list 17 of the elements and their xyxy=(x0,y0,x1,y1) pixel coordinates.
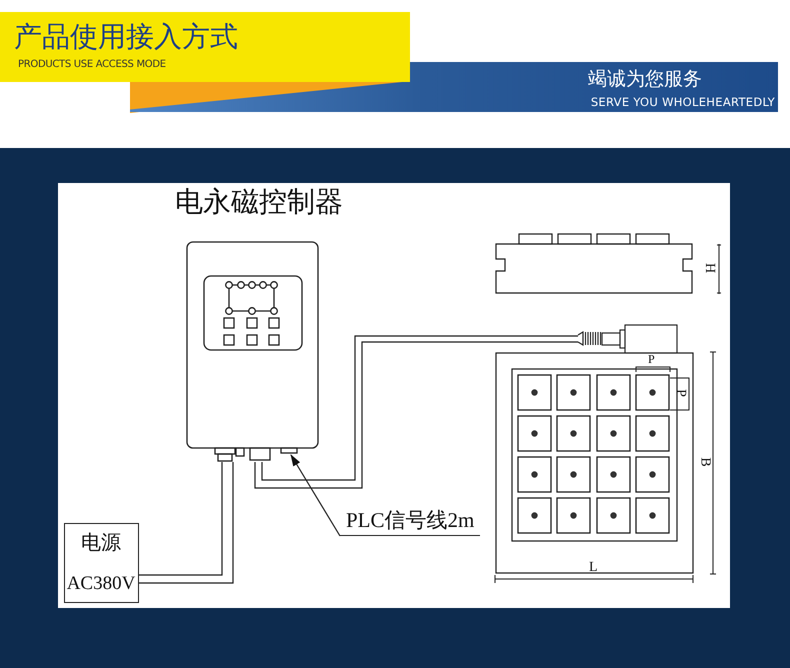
dimension-label: L xyxy=(589,561,598,575)
dimension-label: H xyxy=(702,262,716,274)
leader-line xyxy=(290,454,341,536)
cable-line xyxy=(254,335,579,489)
slogan-subtitle: SERVE YOU WHOLEHEARTEDLY xyxy=(590,95,775,109)
page-title: 产品使用接入方式 xyxy=(14,19,238,55)
device-heading: 电永磁控制器 xyxy=(175,186,343,220)
cable-line xyxy=(138,461,234,584)
box-label: 电源 xyxy=(80,531,122,556)
slogan: 竭诚为您服务 xyxy=(587,67,703,92)
dimension-label: P xyxy=(672,389,687,397)
subtitle: PRODUCTS USE ACCESS MODE xyxy=(18,59,166,70)
dimension-label: B xyxy=(698,457,712,467)
dimension-label: P xyxy=(648,353,655,365)
box-label: AC380V xyxy=(66,572,136,596)
signal-cable-label: PLC信号线2m xyxy=(340,506,480,536)
power-supply-box xyxy=(64,523,139,603)
